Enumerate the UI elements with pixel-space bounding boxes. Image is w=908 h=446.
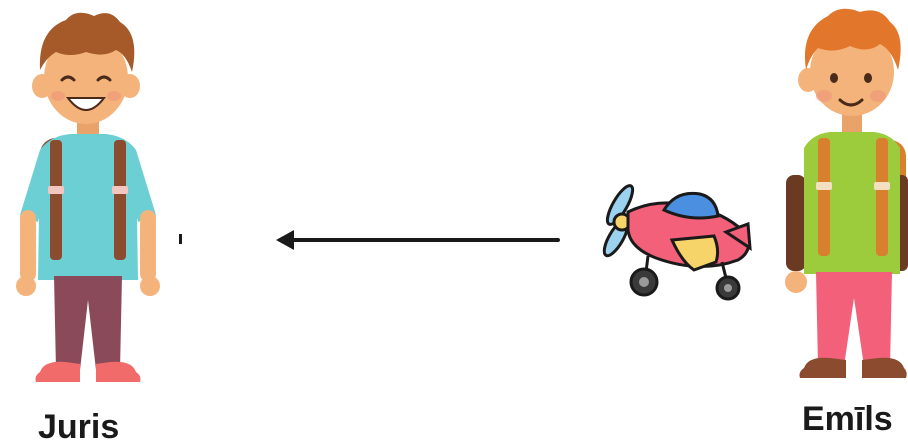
pants-left: [54, 276, 122, 370]
name-label-juris: Juris: [38, 408, 120, 446]
boy-left-illustration: [16, 12, 160, 382]
shoe-right-a: [799, 357, 846, 378]
shoe-right-b: [862, 357, 907, 378]
pants-right: [816, 272, 892, 366]
hair-left: [39, 12, 135, 72]
boy-right-illustration: [785, 8, 908, 378]
smile-left: [65, 97, 107, 111]
toy-airplane-icon: [602, 184, 752, 301]
airplane-wing: [669, 234, 720, 272]
hair-right: [804, 8, 901, 70]
shirt-left: [38, 134, 138, 280]
shoe-left-a: [35, 361, 80, 382]
arrow-head-icon: [276, 230, 294, 250]
transfer-arrow: [276, 230, 560, 250]
name-label-emils: Emīls: [802, 400, 893, 438]
shoe-left-b: [96, 361, 141, 382]
airplane-cockpit: [661, 191, 720, 220]
smile-right: [838, 98, 864, 107]
stray-mark: [179, 234, 182, 244]
